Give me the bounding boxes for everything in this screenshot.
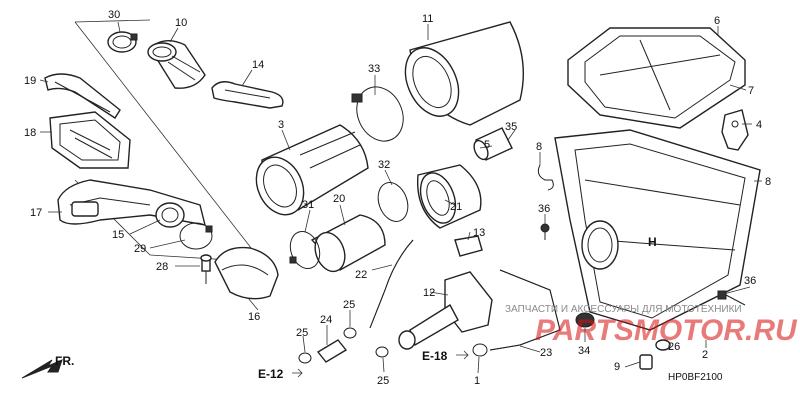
group-bracket-line: [74, 19, 151, 23]
callout-24: 24: [320, 314, 332, 326]
part-clamp-30: [107, 31, 138, 53]
callout-7: 7: [748, 85, 754, 97]
callout-36: 36: [538, 203, 550, 215]
callout-33: 33: [368, 63, 380, 75]
part-air-case-2: H: [554, 129, 761, 331]
ref-arrow-e12: [292, 368, 303, 378]
callout-25: 25: [377, 375, 389, 387]
diagram-code: HP0BF2100: [668, 372, 723, 383]
callout-30: 30: [108, 9, 120, 21]
callout-22: 22: [355, 269, 367, 281]
callout-4: 4: [756, 119, 762, 131]
part-clip-25c: [375, 346, 389, 358]
part-bolt-36a: [540, 223, 550, 240]
group-bracket-line: [74, 21, 263, 263]
part-cylinder-5: [473, 127, 513, 161]
part-bolt-36b: [717, 290, 746, 306]
callout-13: 13: [473, 227, 485, 239]
callout-5: 5: [484, 139, 490, 151]
part-plug-26: [655, 339, 671, 351]
ref-label-e18: E-18: [422, 349, 448, 363]
callout-leaders: [39, 21, 762, 374]
callout-26: 26: [668, 341, 680, 353]
part-hose-23: [489, 269, 561, 351]
part-grommet-34: [575, 312, 595, 328]
callout-29: 29: [134, 243, 146, 255]
callout-28: 28: [156, 261, 168, 273]
part-lid-6: [567, 27, 746, 129]
part-clip-1: [472, 343, 488, 357]
part-housing-18: [49, 111, 131, 169]
callout-12: 12: [423, 287, 435, 299]
callout-17: 17: [30, 207, 42, 219]
part-clamp-29: [179, 222, 213, 250]
part-hose-14: [211, 81, 284, 109]
ref-label-e12: E-12: [258, 367, 284, 381]
part-band-33: [351, 86, 404, 142]
part-boot-20: [310, 214, 386, 273]
callout-19: 19: [24, 75, 36, 87]
part-cap-9: [639, 354, 653, 370]
part-foam-filter-11: [404, 21, 524, 126]
callout-15: 15: [112, 229, 124, 241]
part-clamp-31: [289, 231, 321, 269]
callout-16: 16: [248, 311, 260, 323]
callout-25: 25: [296, 327, 308, 339]
callout-9: 9: [614, 361, 620, 373]
part-clip-8a: [537, 164, 554, 191]
callout-36: 36: [744, 275, 756, 287]
callout-10: 10: [175, 17, 187, 29]
part-hose-24: [316, 339, 348, 363]
part-connector-15: [155, 202, 185, 228]
part-pad-13: [454, 235, 483, 257]
part-clip-25b: [343, 327, 357, 339]
part-funnel-16: [214, 246, 279, 300]
callout-labels: 30 10 11 6 19 14 33 7 18 3 5 35 4 8 32 8…: [24, 9, 771, 387]
callout-18: 18: [24, 127, 36, 139]
ref-arrow-e18: [456, 350, 469, 360]
part-clamp-32: [377, 182, 409, 222]
brand-watermark: PARTSMOTOR.RU: [535, 314, 798, 347]
callout-31: 31: [302, 199, 314, 211]
callout-14: 14: [252, 59, 264, 71]
callout-8: 8: [536, 141, 542, 153]
callout-35: 35: [505, 121, 517, 133]
callout-21: 21: [450, 201, 462, 213]
part-tube-22: [369, 239, 414, 329]
callout-2: 2: [702, 349, 708, 361]
callout-23: 23: [540, 347, 552, 359]
part-bolt-28: [200, 254, 212, 284]
part-drain-12: [398, 271, 493, 350]
part-air-boot-10: [147, 40, 206, 89]
part-joint-21: [416, 164, 482, 229]
callout-3: 3: [278, 119, 284, 131]
callout-8: 8: [765, 176, 771, 188]
callout-20: 20: [333, 193, 345, 205]
part-cover-19: [44, 73, 121, 119]
watermark-text: ЗАПЧАСТИ И АКСЕССУАРЫ ДЛЯ МОТОТЕХНИКИ: [505, 304, 742, 315]
callout-34: 34: [578, 345, 590, 357]
callout-6: 6: [714, 15, 720, 27]
callout-32: 32: [378, 159, 390, 171]
callout-11: 11: [422, 13, 433, 25]
front-label: FR.: [55, 354, 74, 368]
front-arrow-icon: [21, 359, 63, 379]
callout-1: 1: [474, 375, 480, 387]
part-clip-25a: [298, 352, 312, 364]
part-bracket-4: [721, 109, 749, 151]
part-filter-element-3: [255, 124, 369, 216]
callout-25: 25: [343, 299, 355, 311]
svg-text:H: H: [648, 235, 657, 249]
